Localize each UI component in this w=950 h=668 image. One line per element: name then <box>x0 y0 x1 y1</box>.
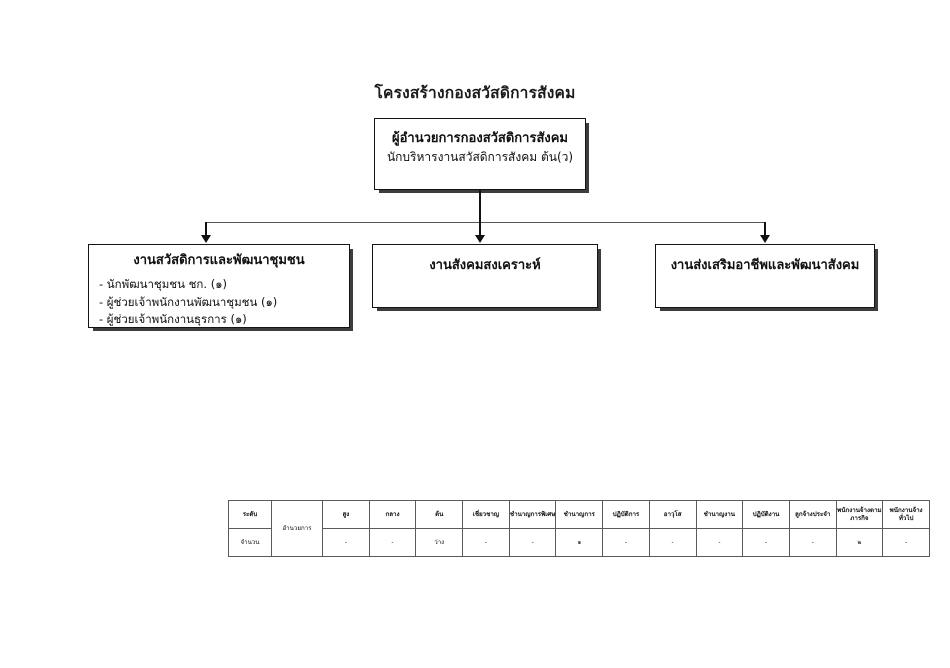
header-group-amnuaykan: อำนวยการ <box>271 500 323 557</box>
division-title: งานสังคมสงเคราะห์ <box>429 258 541 273</box>
header-col-5: ชำนาญการ <box>555 500 604 529</box>
division-staff-list: - นักพัฒนาชุมชน ชก. (๑) - ผู้ช่วยเจ้าพนั… <box>99 276 339 329</box>
director-title: ผู้อำนวยการกองสวัสดิการสังคม <box>391 131 569 146</box>
value-col-6: - <box>602 528 650 557</box>
value-col-4: - <box>508 528 557 557</box>
header-col-4: ชำนาญการพิเศษ <box>508 500 557 529</box>
value-col-0: - <box>322 528 370 557</box>
header-col-11: พนักงานจ้างตามภารกิจ <box>835 500 884 529</box>
connector-drop-center <box>479 222 481 236</box>
value-col-8: - <box>695 528 744 557</box>
value-col-12: - <box>882 528 930 557</box>
page-title: โครงสร้างกองสวัสดิการสังคม <box>374 84 576 102</box>
value-col-1: - <box>368 528 417 557</box>
header-level: ระดับ <box>228 500 272 529</box>
value-col-7: - <box>648 528 697 557</box>
division-node-social-welfare: งานสังคมสงเคราะห์ <box>372 244 598 308</box>
list-item: - ผู้ช่วยเจ้าพนักงานธุรการ (๑) <box>99 312 247 327</box>
header-col-6: ปฏิบัติการ <box>602 500 650 529</box>
director-node: ผู้อำนวยการกองสวัสดิการสังคม นักบริหารงา… <box>374 118 586 190</box>
division-title: งานส่งเสริมอาชีพและพัฒนาสังคม <box>670 258 860 273</box>
header-col-7: อาวุโส <box>648 500 697 529</box>
connector-drop-right <box>764 222 766 236</box>
list-item: - ผู้ช่วยเจ้าพนักงานพัฒนาชุมชน (๑) <box>99 294 278 309</box>
staffing-table: ระดับ อำนวยการ สูง กลาง ต้น เชี่ยวชาญ ชำ… <box>228 500 930 557</box>
value-col-10: - <box>788 528 837 557</box>
header-col-0: สูง <box>322 500 370 529</box>
table-row-values: จำนวน - - ว่าง - - ๑ - - - - - ๒ - <box>228 528 930 557</box>
list-item: - นักพัฒนาชุมชน ชก. (๑) <box>99 276 227 291</box>
header-col-12: พนักงานจ้างทั่วไป <box>882 500 930 529</box>
staffing-table-container: ระดับ อำนวยการ สูง กลาง ต้น เชี่ยวชาญ ชำ… <box>228 500 930 557</box>
header-col-1: กลาง <box>368 500 417 529</box>
arrow-down-icon-right <box>759 235 770 243</box>
header-col-9: ปฏิบัติงาน <box>742 500 790 529</box>
director-subtitle: นักบริหารงานสวัสดิการสังคม ต้น(ว) <box>386 149 574 164</box>
header-col-8: ชำนาญงาน <box>695 500 744 529</box>
value-col-2: ว่าง <box>415 528 464 557</box>
value-col-9: - <box>742 528 790 557</box>
header-col-10: ลูกจ้างประจำ <box>788 500 837 529</box>
header-col-2: ต้น <box>415 500 464 529</box>
header-col-3: เชี่ยวชาญ <box>462 500 510 529</box>
header-count: จำนวน <box>228 528 272 557</box>
connector-horizontal-bus <box>205 221 765 223</box>
connector-drop-left <box>205 222 207 236</box>
arrow-down-icon-center <box>474 235 485 243</box>
value-col-11: ๒ <box>835 528 884 557</box>
division-node-career-social-development: งานส่งเสริมอาชีพและพัฒนาสังคม <box>655 244 875 308</box>
value-col-5: ๑ <box>555 528 604 557</box>
table-row-header: ระดับ อำนวยการ สูง กลาง ต้น เชี่ยวชาญ ชำ… <box>228 500 930 557</box>
arrow-down-icon-left <box>200 235 211 243</box>
connector-vertical-main <box>479 190 481 223</box>
value-col-3: - <box>462 528 510 557</box>
division-node-welfare-community: งานสวัสดิการและพัฒนาชุมชน - นักพัฒนาชุมช… <box>88 244 350 328</box>
division-title: งานสวัสดิการและพัฒนาชุมชน <box>133 253 305 268</box>
